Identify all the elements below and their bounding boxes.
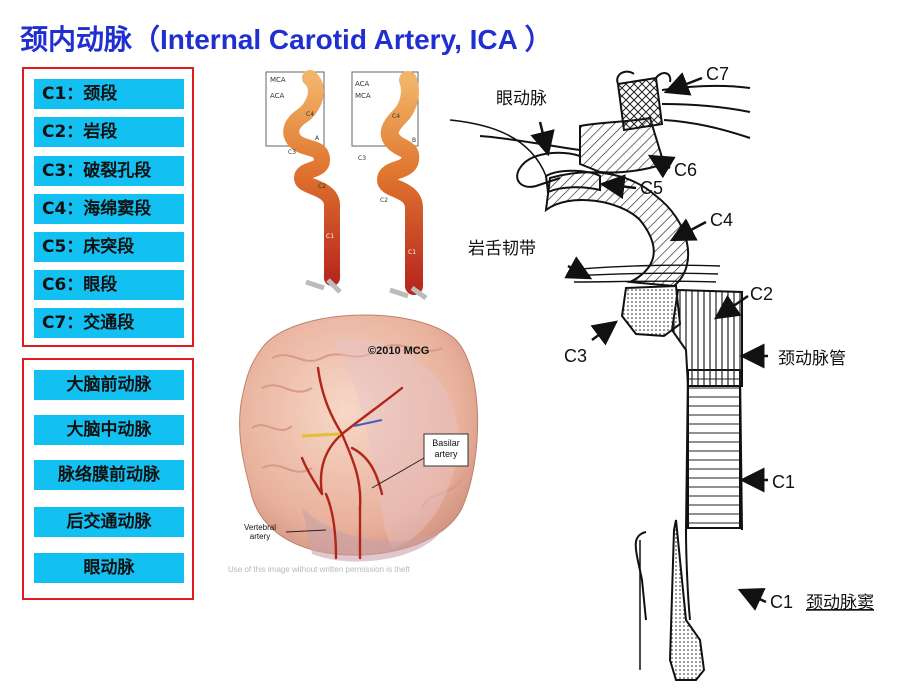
segments-box: C1：颈段 C2：岩段 C3：破裂孔段 C4：海绵窦段 C5：床突段 C6：眼段… [22,67,194,347]
branch-acha: 脉络膜前动脉 [34,460,184,490]
brain-watermark: Use of this image without written permis… [228,565,411,574]
fig-b-aca: ACA [355,80,370,88]
fig-a-aca: ACA [270,92,285,100]
fig-b-c3: C3 [358,155,366,162]
branch-pcoma: 后交通动脉 [34,507,184,537]
fig-b-c1: C1 [408,249,416,256]
segment-c6: C6：眼段 [34,270,184,300]
title-zh: 颈内动脉 [20,23,133,56]
page-title: 颈内动脉（Internal Carotid Artery, ICA ） [20,18,553,58]
diag-c2: C2 [750,284,773,304]
branch-aca: 大脑前动脉 [34,370,184,400]
fig-a-c2: C2 [318,183,326,190]
diag-c5: C5 [640,178,663,198]
segment-c5: C5：床突段 [34,232,184,262]
fig-a-letter: A [315,135,320,142]
ica-line-diagram: C7 C6 C5 C4 C2 C3 C1 C1 眼动脉 岩舌韧带 颈动脉管 颈动… [450,64,874,681]
segment-c1: C1：颈段 [34,79,184,109]
diag-ophthalmic-label: 眼动脉 [496,89,547,109]
diag-c3: C3 [564,346,587,366]
branch-ophthalmic: 眼动脉 [34,553,184,583]
diag-petrolingual-label: 岩舌韧带 [468,239,536,259]
diag-c7: C7 [706,64,729,84]
diag-c1: C1 [772,472,795,492]
fig-a-mca: MCA [270,76,286,84]
segment-c7: C7：交通段 [34,308,184,338]
fig-a-c1: C1 [326,233,334,240]
segment-c3: C3：破裂孔段 [34,156,184,186]
segment-c2: C2：岩段 [34,117,184,147]
title-en: （Internal Carotid Artery, ICA ） [132,24,553,55]
fig-a-c3: C3 [288,149,296,156]
segment-c4: C4：海绵窦段 [34,194,184,224]
branch-mca: 大脑中动脉 [34,415,184,445]
ica-segments-figure: MCA ACA C4 C3 C2 C1 A ACA MCA C4 C3 C2 C… [265,70,428,300]
fig-b-letter: B [412,137,416,144]
branches-box: 大脑前动脉 大脑中动脉 脉络膜前动脉 后交通动脉 眼动脉 [22,358,194,600]
fig-b-c2: C2 [380,197,388,204]
diag-carotid-canal-label: 颈动脉管 [778,349,846,369]
brain-copyright: ©2010 MCG [368,345,429,357]
diag-carotid-sinus-label: 颈动脉窦 [806,593,874,613]
fig-b-mca: MCA [355,92,371,100]
fig-b-c4: C4 [392,113,400,120]
diag-c6: C6 [674,160,697,180]
diag-c1-sinus: C1 [770,592,793,612]
diag-c4: C4 [710,210,733,230]
fig-a-c4: C4 [306,111,314,118]
